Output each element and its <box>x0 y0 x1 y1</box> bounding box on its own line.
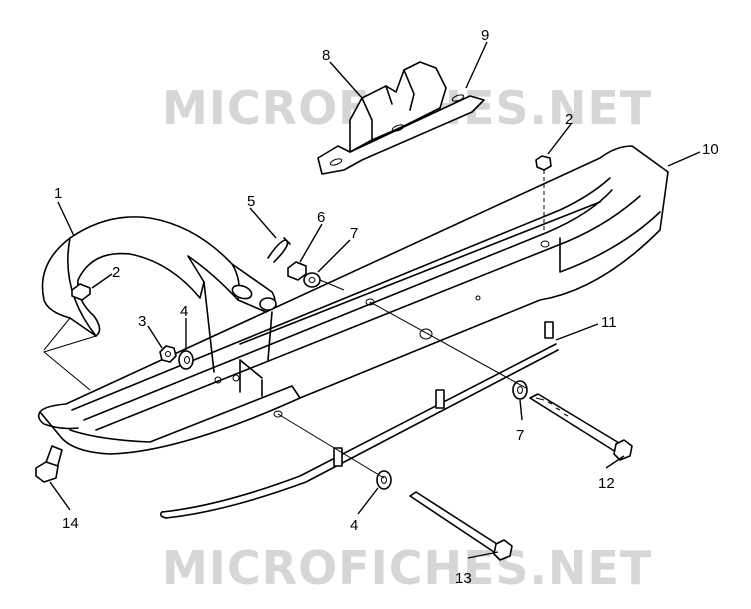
handle-nut-part <box>71 283 91 301</box>
washer-7-lower-part <box>512 380 528 400</box>
ski-nut-part <box>535 155 552 230</box>
wear-bar-part <box>159 321 559 519</box>
castle-nut-part <box>287 261 307 281</box>
ski-handle-part <box>41 216 277 373</box>
callout-1: 1 <box>54 185 62 202</box>
assembly-guide-lines <box>42 301 527 479</box>
callout-7-lower: 7 <box>516 427 524 444</box>
ski-saddle-part <box>317 61 485 175</box>
callout-8: 8 <box>322 47 330 64</box>
callout-9: 9 <box>481 27 489 44</box>
callout-14: 14 <box>62 515 79 532</box>
callout-7-upper: 7 <box>350 225 358 242</box>
nut-3-part <box>159 345 177 363</box>
callout-11: 11 <box>601 314 617 331</box>
callout-3: 3 <box>138 313 146 330</box>
callout-10: 10 <box>702 141 719 158</box>
ski-body-part <box>37 145 669 455</box>
watermark-bottom: MICROFICHES.NET <box>162 541 652 595</box>
callout-4-lower: 4 <box>350 517 358 534</box>
callout-2-handle: 2 <box>112 264 120 281</box>
callout-4-upper: 4 <box>180 303 188 320</box>
callout-5: 5 <box>247 193 255 210</box>
callout-12: 12 <box>598 475 615 492</box>
cotter-pin-part <box>267 237 291 263</box>
callout-13: 13 <box>455 570 472 587</box>
callout-2-ski: 2 <box>565 111 573 128</box>
washer-4-lower-part <box>376 470 392 490</box>
washer-4-upper-part <box>178 350 194 370</box>
bolt-12-part <box>529 393 633 461</box>
callout-labels: 1 2 2 3 4 4 5 6 7 7 8 9 10 11 12 13 14 <box>54 27 719 587</box>
leader-lines <box>49 41 701 559</box>
callout-6: 6 <box>317 209 325 226</box>
washer-7-upper-part <box>303 272 345 291</box>
bolt-13-part <box>409 491 513 561</box>
bolt-14-part <box>35 445 63 483</box>
